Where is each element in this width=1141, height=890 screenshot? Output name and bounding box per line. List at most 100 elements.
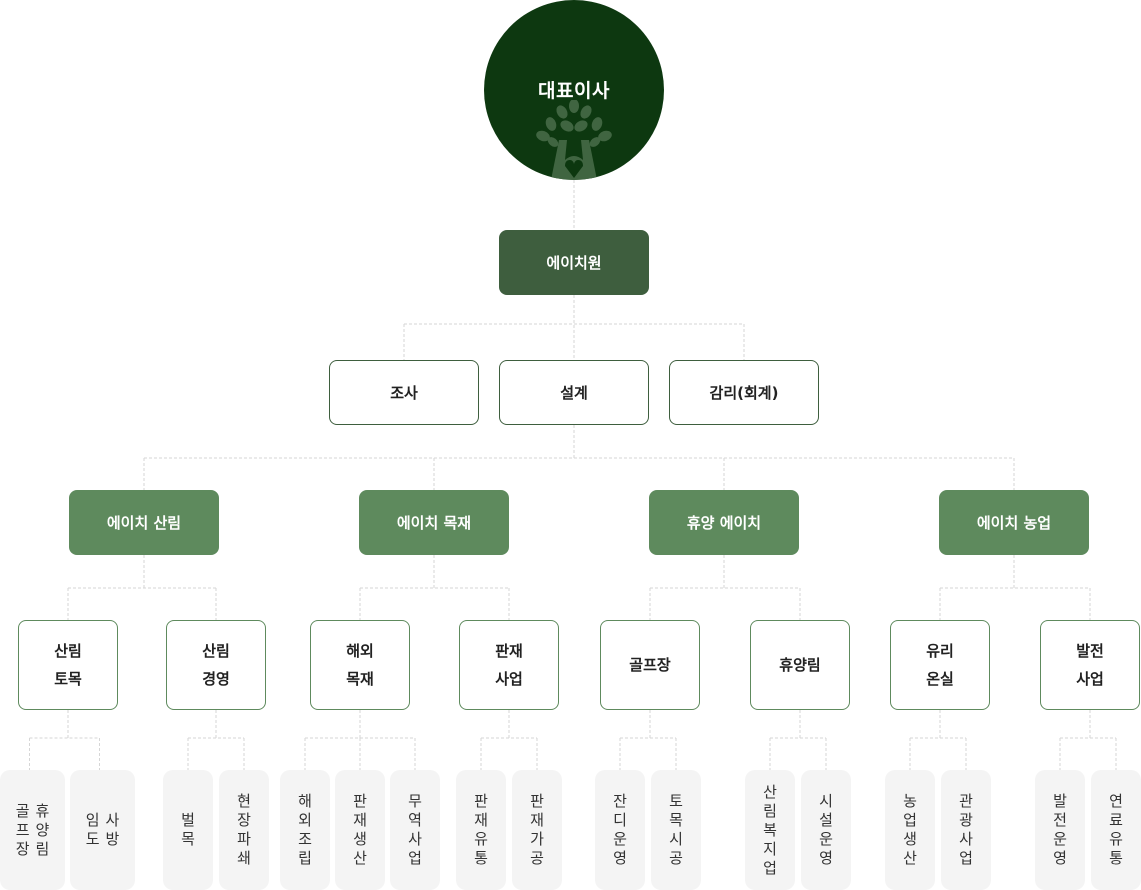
leaf-char: 쇄 [237, 849, 251, 867]
dept-node-survey[interactable]: 조사 [329, 360, 479, 425]
leaf-char: 사 [105, 811, 120, 829]
leaf-char: 림 [35, 839, 50, 858]
leaf-char: 외 [298, 811, 312, 829]
leaf-char: 시 [819, 792, 833, 810]
division-node[interactable]: 휴양 에이치 [649, 490, 799, 555]
leaf-char: 통 [474, 849, 488, 867]
leaf-char: 광 [959, 811, 973, 829]
unit-label-line: 사업 [1076, 670, 1104, 688]
hq-node[interactable]: 에이치원 [499, 230, 649, 295]
leaf-char: 영 [1053, 849, 1067, 867]
leaf-char: 프 [15, 820, 30, 839]
division-label: 에이치 목재 [396, 514, 472, 532]
leaf-char: 운 [1053, 830, 1067, 848]
leaf-char: 생 [903, 830, 917, 848]
leaf-char: 운 [613, 830, 627, 848]
leaf-char: 립 [298, 849, 312, 867]
leaf-char: 사 [959, 830, 973, 848]
leaf-char: 휴 [35, 801, 50, 820]
leaf-char: 관 [959, 792, 973, 810]
leaf-char: 판 [530, 792, 544, 810]
unit-label-line: 산림 [202, 642, 230, 660]
division-label: 휴양 에이치 [686, 514, 762, 532]
dept-label: 조사 [390, 384, 418, 402]
leaf-char: 산 [763, 782, 777, 801]
division-node[interactable]: 에이치 산림 [69, 490, 219, 555]
hq-label: 에이치원 [546, 254, 602, 272]
tree-heart-icon [536, 100, 612, 180]
leaf-char: 영 [613, 849, 627, 867]
leaf-char: 잔 [613, 792, 627, 810]
leaf-char: 연 [1109, 792, 1123, 810]
dept-node-design[interactable]: 설계 [499, 360, 649, 425]
leaf-char: 재 [474, 811, 488, 829]
leaf-char: 전 [1053, 811, 1067, 829]
leaf-char: 업 [959, 849, 973, 867]
unit-node[interactable]: 골프장 [600, 620, 700, 710]
leaf-char: 설 [819, 811, 833, 829]
division-label: 에이치 농업 [976, 514, 1052, 532]
leaf-char: 산 [353, 849, 367, 867]
leaf-char: 발 [1053, 792, 1067, 810]
unit-label-line: 산림 [54, 642, 82, 660]
leaf-char: 해 [298, 792, 312, 810]
leaf-char: 목 [181, 830, 195, 848]
leaf-char: 복 [763, 820, 777, 839]
leaf-char: 유 [1109, 830, 1123, 848]
division-node[interactable]: 에이치 농업 [939, 490, 1089, 555]
unit-label-line: 경영 [202, 670, 230, 688]
leaf-char: 공 [669, 849, 683, 867]
leaf-char: 조 [298, 830, 312, 848]
leaf-char: 무 [408, 792, 422, 810]
dept-label: 감리(회계) [709, 384, 779, 402]
leaf-char: 판 [353, 792, 367, 810]
dept-node-audit[interactable]: 감리(회계) [669, 360, 819, 425]
leaf-char: 림 [763, 801, 777, 820]
leaf-char: 재 [530, 811, 544, 829]
division-node[interactable]: 에이치 목재 [359, 490, 509, 555]
leaf-char: 양 [35, 820, 50, 839]
leaf-char: 토 [669, 792, 683, 810]
ceo-node[interactable]: 대표이사 [484, 0, 664, 180]
unit-node[interactable]: 휴양림 [750, 620, 850, 710]
dept-label: 설계 [560, 384, 588, 402]
leaf-char: 지 [763, 839, 777, 858]
leaf-char: 가 [530, 830, 544, 848]
leaf-char: 생 [353, 830, 367, 848]
